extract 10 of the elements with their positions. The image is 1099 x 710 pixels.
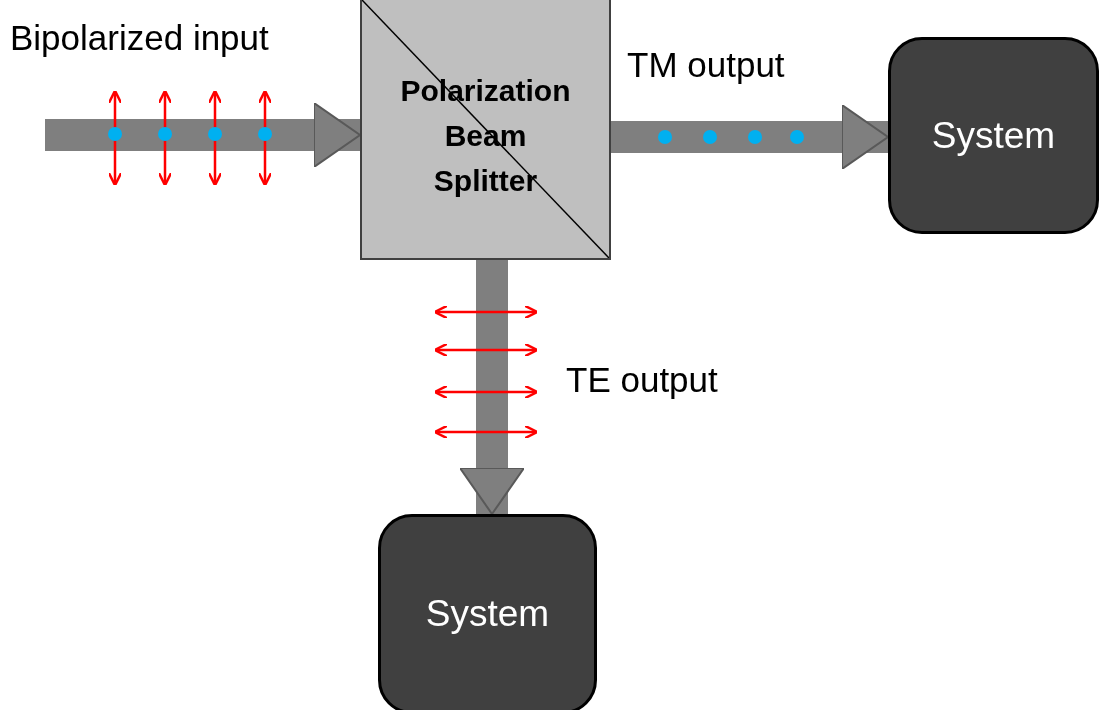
node-label: System xyxy=(425,593,550,635)
thick-arrow xyxy=(611,104,889,170)
thick-arrow xyxy=(459,260,525,515)
edge-label: TM output xyxy=(627,45,785,85)
node-label: System xyxy=(931,114,1056,157)
thick-arrow xyxy=(45,102,361,168)
system-box xyxy=(378,514,597,710)
edge-label: TE output xyxy=(566,360,718,400)
edge-label: Bipolarized input xyxy=(10,18,269,58)
system-box xyxy=(888,37,1099,234)
